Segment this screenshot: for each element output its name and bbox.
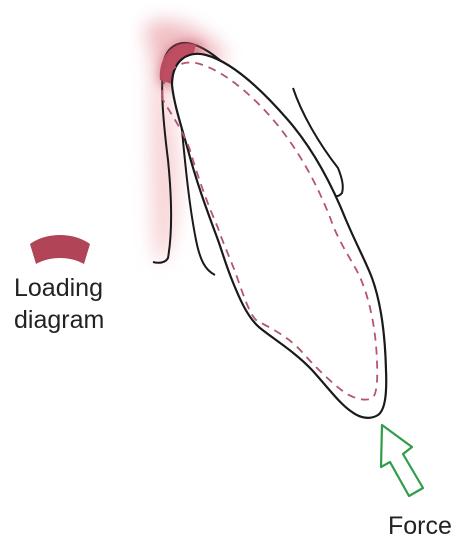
force-label: Force [388, 511, 452, 541]
tooth-outline [172, 54, 386, 418]
legend-label-diagram: diagram [14, 305, 104, 335]
force-arrow-shape [381, 425, 423, 496]
loading-legend-swatch [30, 235, 90, 264]
legend-label-loading: Loading [14, 273, 103, 303]
force-arrow [381, 425, 423, 496]
